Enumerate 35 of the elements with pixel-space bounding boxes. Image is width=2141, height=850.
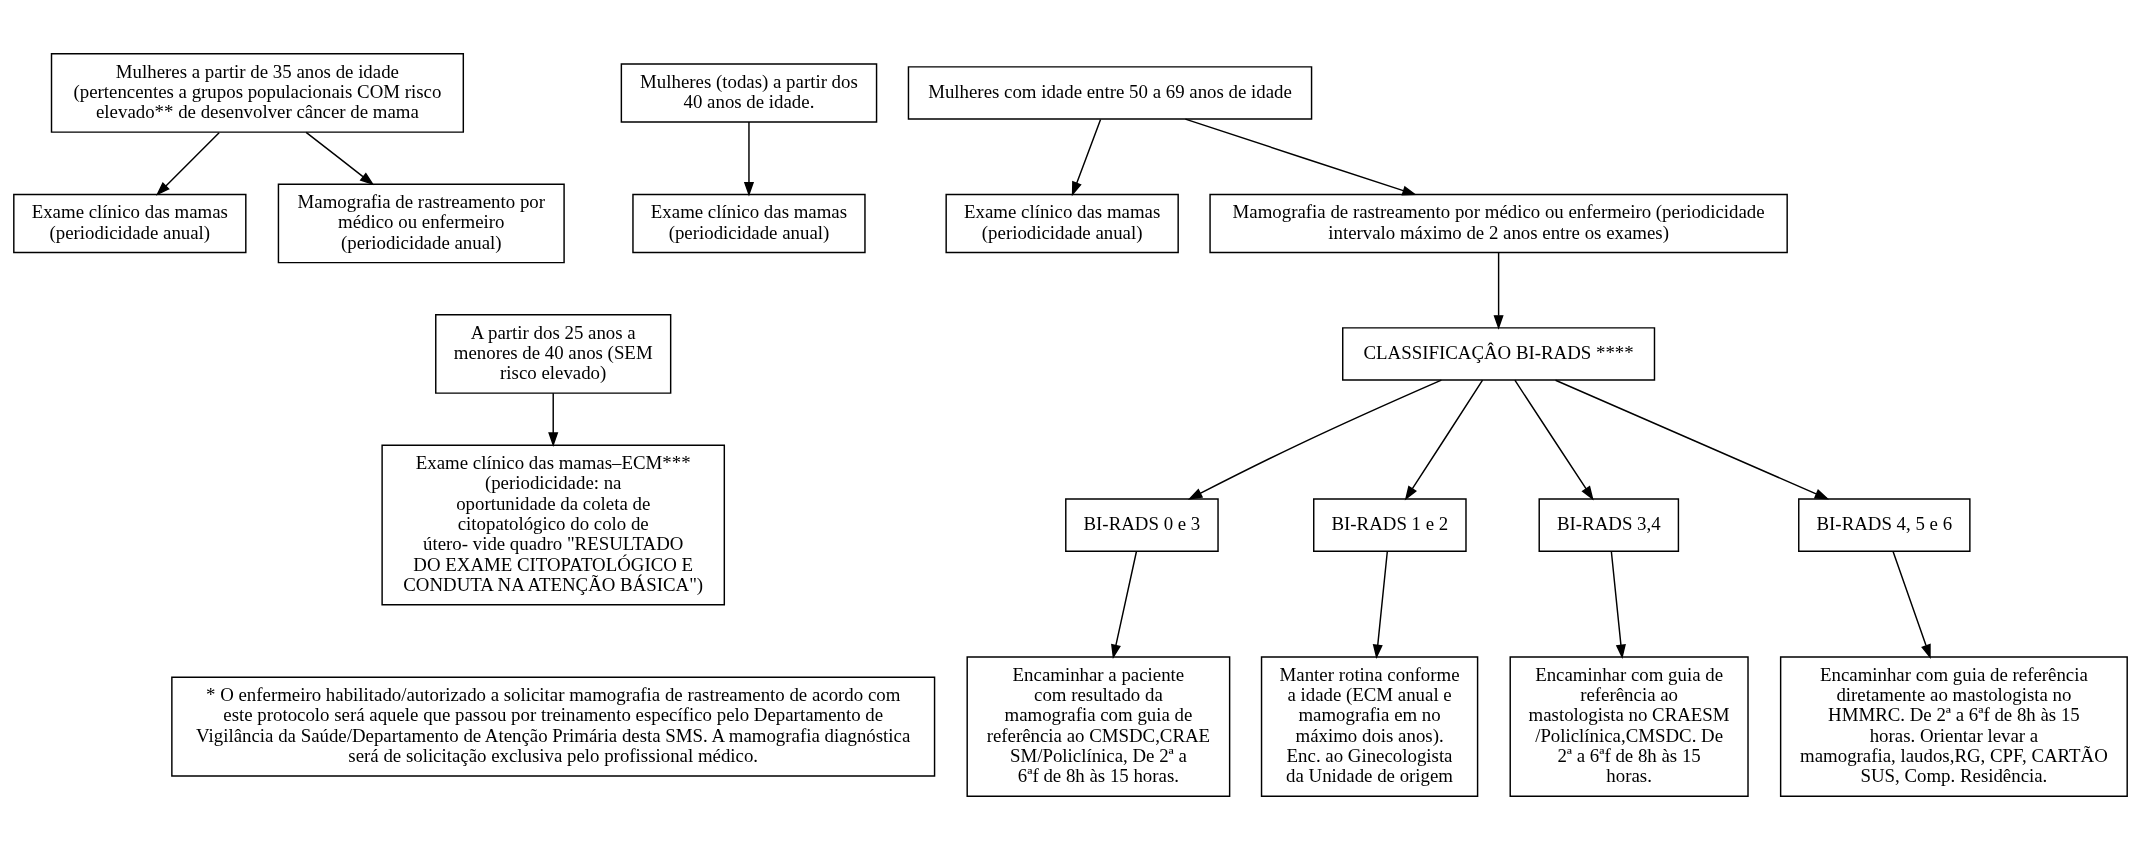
node-box: Mulheres com idade entre 50 a 69 anos de idade xyxy=(907,66,1313,120)
node-box: Mamografia de rastreamento por médico ou enfermeiro (periodicidade anual) xyxy=(277,183,565,264)
node-box: BI-RADS 4, 5 e 6 xyxy=(1798,498,1971,552)
arrow xyxy=(1184,118,1417,196)
node-box: Exame clínico das mamas (periodicidade anual) xyxy=(632,193,866,254)
node-box: BI-RADS 1 e 2 xyxy=(1313,498,1467,552)
arrow xyxy=(1071,118,1102,197)
arrow xyxy=(1554,379,1830,500)
node-box: BI-RADS 3,4 xyxy=(1538,498,1680,552)
node-box: * O enfermeiro habilitado/autorizado a solicitar mamografia de rastreamento de acordo com este protocolo será aquele que passou por treinamento específico pelo Departamento de Vigilância da Saúde/Departamento de Atenção Primária desta SMS. A mamografia diagnóstica será de solicitação exclusiva pelo profissional médico. xyxy=(171,676,936,777)
arrow xyxy=(1610,550,1626,660)
node-box: Encaminhar com guia de referência ao mastologista no CRAESM/Policlínica,CMSDC. De 2ª a 6ªf de 8h às 15 horas. xyxy=(1509,656,1749,797)
arrow xyxy=(1404,379,1484,501)
arrow xyxy=(1892,550,1931,659)
arrow xyxy=(1514,379,1594,501)
node-box: Mulheres (todas) a partir dos 40 anos de idade. xyxy=(620,63,878,123)
node-box: Exame clínico das mamas–ECM*** (periodicidade: na oportunidade da coleta de citopatológico do colo de útero- vide quadro "RESULTADO DO EXAME CITOPATOLÓGICO E CONDUTA NA ATENÇÃO BÁSICA") xyxy=(381,444,726,606)
arrow xyxy=(743,121,755,197)
node-box: Encaminhar com guia de referência diretamente ao mastologista no HMMRC. De 2ª a 6ªf de 8h às 15 horas. Orientar levar a mamografia, laudos,RG, CPF, CARTÃO SUS, Comp. Residência. xyxy=(1779,656,2128,797)
node-box: Mulheres a partir de 35 anos de idade (pertencentes a grupos populacionais COM risco elevado** de desenvolver câncer de mama xyxy=(50,53,465,133)
arrow xyxy=(1493,251,1504,330)
node-box: Mamografia de rastreamento por médico ou enfermeiro (periodicidade intervalo máximo de 2 anos entre os exames) xyxy=(1209,193,1788,254)
node-box: A partir dos 25 anos a menores de 40 anos (SEM risco elevado) xyxy=(435,314,672,394)
arrow xyxy=(1111,550,1138,659)
node-box: Exame clínico das mamas (periodicidade anual) xyxy=(945,193,1179,254)
arrow xyxy=(155,131,220,196)
arrow xyxy=(1187,379,1443,500)
node-box: BI-RADS 0 e 3 xyxy=(1065,498,1219,552)
arrow xyxy=(305,131,375,186)
node-box: Encaminhar a paciente com resultado da mamografia com guia de referência ao CMSDC,CRAESM/Policlínica, De 2ª a 6ªf de 8h às 15 horas. xyxy=(966,656,1231,797)
arrow xyxy=(548,392,559,447)
node-box: Exame clínico das mamas (periodicidade anual) xyxy=(13,193,247,254)
arrow xyxy=(1372,550,1389,660)
node-box: Manter rotina conforme a idade (ECM anual e mamografia em no máximo dois anos). Enc. ao Ginecologista da Unidade de origem xyxy=(1260,656,1479,797)
node-box: CLASSIFICAÇÂO BI-RADS **** xyxy=(1342,327,1656,381)
